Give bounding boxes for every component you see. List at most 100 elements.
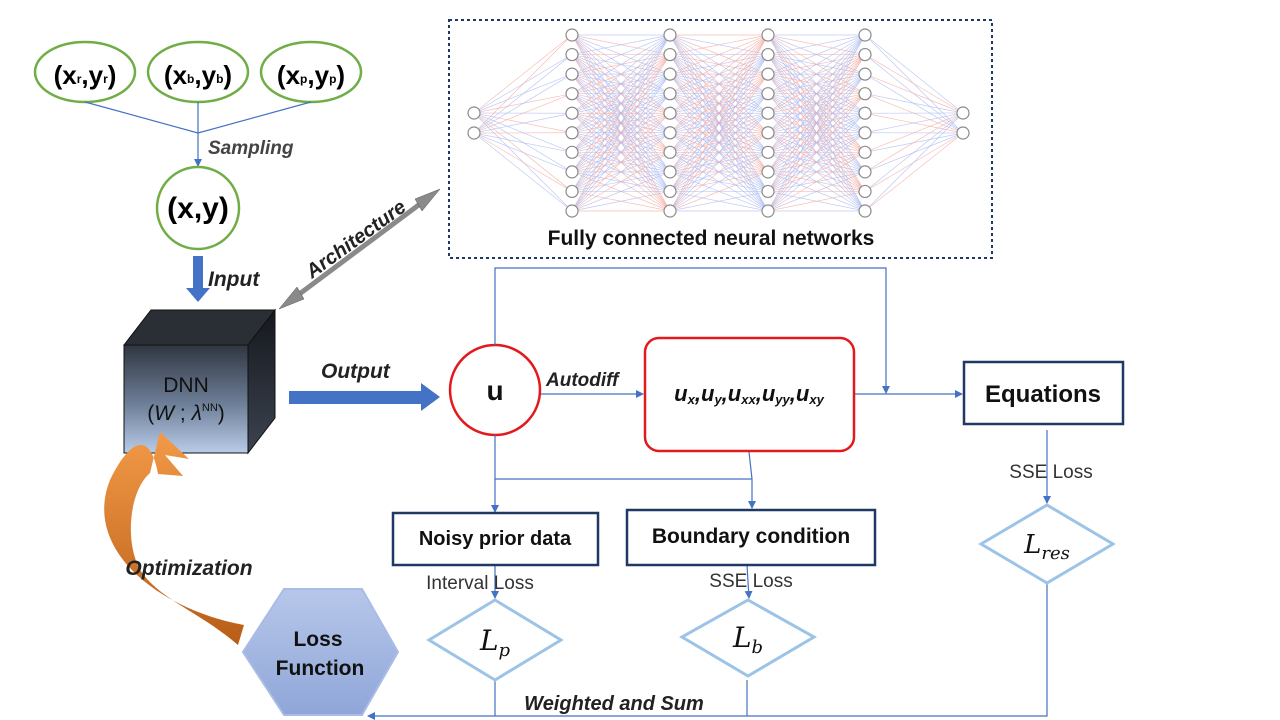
nn-neuron (858, 184, 872, 199)
nn-edge (473, 132, 573, 192)
nn-neuron (565, 204, 579, 218)
nn-edge (571, 152, 671, 212)
nn-edge (669, 54, 769, 212)
nn-edge (767, 171, 866, 212)
nn-edge (571, 112, 671, 212)
nn-edge (571, 73, 671, 212)
svg-text:(x,y): (x,y) (167, 192, 229, 225)
nn-neuron (663, 87, 677, 101)
nn-neuron (565, 87, 579, 101)
input-residual-points: (xr,yr) (33, 40, 137, 104)
nn-edge (669, 93, 769, 212)
nn-neuron (761, 47, 775, 62)
derivatives-text: ux,uy,uxx,uyy,uxy (674, 381, 824, 407)
nn-edge (571, 171, 671, 212)
nn-edge (669, 34, 769, 94)
nn-edge (669, 34, 769, 173)
sampling-label: Sampling (208, 138, 294, 159)
u-node: u (448, 343, 542, 437)
nn-edge (864, 132, 964, 212)
nn-neuron (858, 165, 872, 179)
sampling-connectors (84, 101, 312, 167)
nn-edge (669, 34, 769, 114)
architecture-label: Architecture (301, 196, 410, 284)
nn-neuron (565, 67, 579, 81)
sse-loss-equations-label: SSE Loss (1009, 462, 1092, 483)
nn-edge (767, 34, 866, 55)
nn-neuron (761, 67, 775, 81)
nn-edge (473, 112, 573, 134)
nn-edge (767, 112, 866, 212)
svg-text:(xr,yr): (xr,yr) (54, 60, 117, 90)
nn-edge (864, 73, 964, 114)
nn-edge (864, 112, 964, 173)
sse-loss-boundary-label: SSE Loss (709, 571, 792, 592)
dnn-cube: DNN (W ; λNN) (122, 308, 277, 455)
nn-edge (669, 191, 769, 212)
nn-edge (669, 152, 769, 212)
svg-text:Lb: Lb (732, 621, 763, 658)
input-label: Input (208, 268, 260, 291)
connector-lines (367, 267, 1051, 720)
nn-edge (473, 34, 573, 134)
nn-edge (767, 152, 866, 212)
nn-neuron (663, 184, 677, 199)
loss-p-diamond: Lp (426, 598, 564, 682)
nn-neuron (761, 204, 775, 218)
noisy-prior-box: Noisy prior data (391, 511, 600, 567)
nn-edge (473, 54, 573, 134)
svg-text:(xp,yp): (xp,yp) (277, 60, 345, 90)
nn-neuron (467, 126, 481, 140)
nn-neuron (565, 106, 579, 120)
nn-edge (669, 34, 769, 55)
nn-edge (473, 132, 573, 173)
input-prior-points: (xp,yp) (259, 40, 363, 104)
nn-edge (767, 34, 866, 192)
nn-edge (473, 132, 573, 153)
svg-text:Function: Function (276, 657, 365, 680)
nn-edge (571, 54, 671, 212)
output-label: Output (321, 360, 391, 383)
nn-edge (767, 34, 866, 94)
nn-edge (473, 93, 573, 134)
nn-edge (767, 34, 866, 173)
nn-edge (571, 34, 671, 153)
nn-edge (473, 132, 573, 212)
coordinate-node: (x,y) (155, 165, 241, 251)
nn-neuron (467, 106, 481, 120)
svg-text:Boundary condition: Boundary condition (652, 525, 850, 548)
nn-neuron (956, 126, 970, 140)
nn-neuron (858, 145, 872, 159)
nn-edge (473, 34, 573, 114)
nn-neuron (663, 106, 677, 120)
svg-text:Lres: Lres (1023, 530, 1070, 564)
nn-neuron (565, 145, 579, 159)
nn-edge (864, 54, 964, 114)
nn-neuron (663, 204, 677, 218)
nn-edge (571, 34, 671, 173)
derivatives-box: ux,uy,uxx,uyy,uxy (643, 336, 856, 453)
nn-neuron (761, 126, 775, 140)
nn-edge (864, 112, 964, 192)
nn-neuron (761, 28, 775, 42)
nn-edges (473, 34, 964, 212)
svg-text:u: u (486, 375, 503, 406)
nn-neuron (663, 165, 677, 179)
input-arrow (186, 256, 210, 302)
nn-neuron (565, 184, 579, 199)
nn-neuron (761, 87, 775, 101)
nn-edge (767, 34, 866, 114)
svg-text:Lp: Lp (479, 624, 511, 661)
nn-edge (864, 112, 964, 212)
loss-function-hexagon: Loss Function (241, 588, 400, 716)
nn-edge (767, 54, 866, 212)
nn-neuron (761, 184, 775, 199)
nn-neuron (663, 145, 677, 159)
nn-edge (669, 112, 769, 212)
nn-neuron (858, 87, 872, 101)
loss-res-diamond: Lres (978, 503, 1116, 585)
dnn-params: (W ; λNN) (147, 402, 225, 425)
nn-neuron (956, 106, 970, 120)
nn-box (448, 19, 993, 259)
boundary-condition-box: Boundary condition (625, 508, 877, 567)
